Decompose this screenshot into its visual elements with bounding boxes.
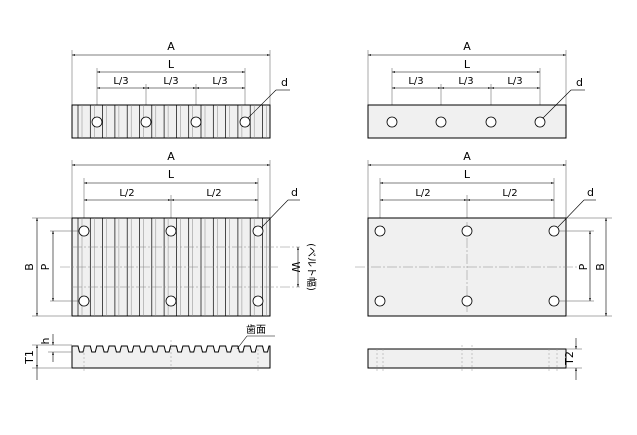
hole: [461, 225, 473, 237]
dim-L2-2: L/2: [206, 188, 221, 199]
hole: [548, 295, 560, 307]
hole: [548, 225, 560, 237]
dim-L3-3: L/3: [212, 76, 227, 87]
hole: [190, 116, 202, 128]
hole: [374, 225, 386, 237]
dim-h: h: [39, 337, 52, 344]
dim-T1: T1: [23, 350, 36, 365]
view-flat-side: T2: [367, 338, 582, 380]
dim-d: d: [587, 186, 594, 199]
dim-W: W: [289, 262, 302, 273]
dim-d: d: [291, 186, 298, 199]
dim-d: d: [281, 76, 288, 89]
dim-L: L: [464, 58, 471, 71]
hole: [435, 116, 447, 128]
hole: [461, 295, 473, 307]
dim-P: P: [577, 263, 590, 270]
dim-L: L: [168, 58, 175, 71]
hole: [140, 116, 152, 128]
dim-L3-1: L/3: [113, 76, 128, 87]
hole: [78, 295, 90, 307]
dim-L2-2: L/2: [502, 188, 517, 199]
hole: [165, 295, 177, 307]
hole: [485, 116, 497, 128]
dim-A: A: [167, 150, 175, 163]
dim-L2-1: L/2: [415, 188, 430, 199]
view-toothed-plan-6holes: A L L/2 L/2 B P W (ベルト幅) d: [23, 150, 318, 317]
view-flat-top-4holes: A L L/3 L/3 L/3 d: [367, 40, 585, 139]
hole: [534, 116, 546, 128]
dim-L3-3: L/3: [507, 76, 522, 87]
dim-L2-1: L/2: [119, 188, 134, 199]
dim-B: B: [594, 263, 607, 271]
hole: [78, 225, 90, 237]
view-flat-plan-6holes: A L L/2 L/2 B P d: [355, 150, 612, 317]
hole: [165, 225, 177, 237]
belt-width-note: (ベルト幅): [305, 243, 318, 291]
dim-B: B: [23, 263, 36, 271]
dim-L: L: [464, 168, 471, 181]
view-toothed-side: T1 h 歯面: [23, 323, 275, 380]
dim-A: A: [463, 40, 471, 53]
hole: [239, 116, 251, 128]
hole: [91, 116, 103, 128]
hole: [386, 116, 398, 128]
dim-A: A: [463, 150, 471, 163]
dim-T2: T2: [563, 351, 576, 366]
dim-L: L: [168, 168, 175, 181]
dim-L3-2: L/3: [458, 76, 473, 87]
view-toothed-top-4holes: A L L/3 L/3 L/3 d: [71, 40, 290, 139]
dim-P: P: [39, 263, 52, 270]
tooth-face-label: 歯面: [246, 323, 266, 336]
dim-L3-2: L/3: [163, 76, 178, 87]
hole: [252, 295, 264, 307]
hole: [374, 295, 386, 307]
dim-A: A: [167, 40, 175, 53]
hole: [252, 225, 264, 237]
dim-d: d: [576, 76, 583, 89]
dim-L3-1: L/3: [408, 76, 423, 87]
